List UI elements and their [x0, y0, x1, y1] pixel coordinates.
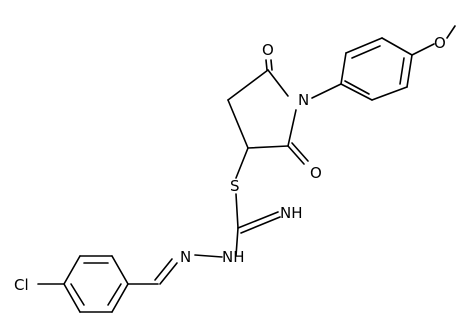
atom-s: S	[230, 177, 240, 195]
atom-n-hydrazone: N	[180, 248, 191, 266]
bond-co-top-b	[270, 59, 273, 71]
bond-nh-n	[194, 254, 223, 258]
bond-ar-inner-b	[399, 57, 405, 85]
bond-cp1	[111, 255, 129, 285]
atom-labels: O N O O S NH NH N Cl	[14, 34, 446, 294]
bond-ar6	[340, 83, 373, 101]
bond-cp-inner-b	[70, 283, 85, 306]
bonds	[37, 25, 456, 313]
atom-n-ring: N	[298, 91, 309, 109]
bond-co-bottom-b	[291, 142, 309, 162]
atom-o-methoxy: O	[434, 34, 446, 52]
bond-ar4	[406, 54, 413, 88]
atom-o-top: O	[262, 41, 274, 59]
bond-co-bottom-a	[287, 145, 305, 165]
bond-c-imine-b	[240, 216, 281, 234]
bond-s-amidine	[235, 193, 239, 229]
bond-o-me	[446, 25, 456, 39]
atom-o-bottom: O	[310, 164, 322, 182]
bond-ar1	[340, 52, 347, 85]
bond-c3-c4	[227, 69, 269, 101]
atom-cl: Cl	[14, 276, 29, 294]
bond-ar5	[371, 86, 408, 101]
bond-cp-inner-c	[107, 283, 122, 306]
bond-cp3	[63, 255, 81, 285]
bond-c4-c5	[227, 99, 249, 149]
bond-ar2	[345, 37, 383, 54]
bond-ar3	[381, 37, 413, 56]
bond-c5-s	[235, 147, 249, 179]
bond-cp6	[111, 283, 129, 313]
bond-n-ch-b	[154, 258, 173, 281]
bond-cp4	[63, 283, 81, 313]
bond-ar-inner-c	[344, 80, 370, 95]
bond-c6-n	[287, 109, 297, 147]
bond-n-aryl	[311, 83, 342, 99]
bond-c-imine-a	[237, 211, 279, 229]
atom-nh-hydrazine: NH	[222, 248, 245, 266]
bond-ar-inner-a	[351, 45, 381, 59]
bond-c-nh	[235, 227, 239, 257]
bond-n-ch-a	[159, 262, 178, 285]
bond-co-top-a	[265, 59, 268, 71]
bond-ar-o	[411, 43, 435, 56]
bond-c2-c3	[267, 69, 289, 97]
bond-c5-c6	[247, 145, 289, 149]
atom-nh-imine: NH	[280, 204, 303, 222]
